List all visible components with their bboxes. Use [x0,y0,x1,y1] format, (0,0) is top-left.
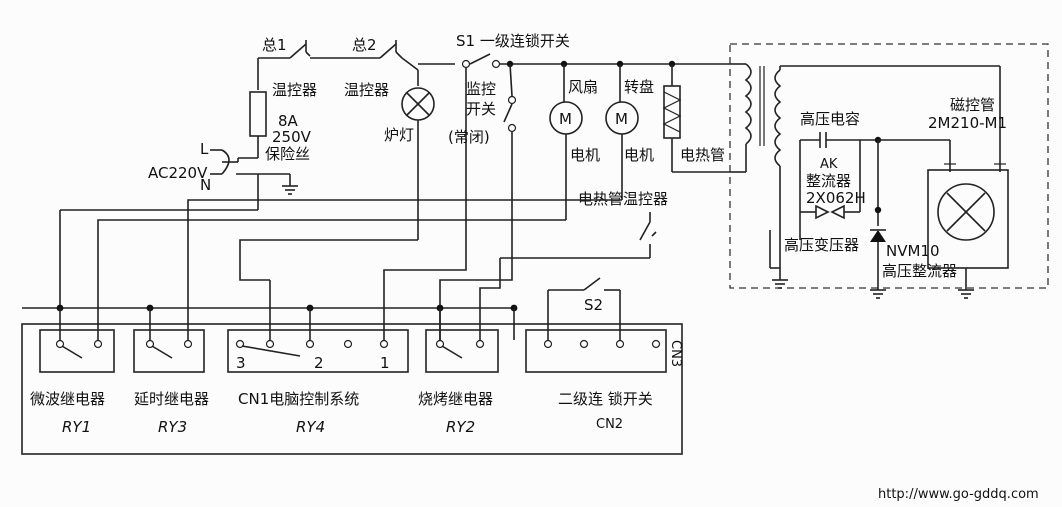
s2-label: S2 [584,296,603,314]
ry4-code: RY4 [296,418,325,436]
fuse-label: 保险丝 [265,145,310,163]
thermostat-1-label: 温控器 [272,81,317,99]
ry3-name: 延时继电器 [134,390,209,408]
control-board: 3 2 1 S2 CN3 微波继电器 RY1 延时继电器 R [21,277,683,455]
magnetron-label: 磁控管 [950,96,995,114]
ground-symbol [282,185,298,195]
ry4-name: CN1电脑控制系统 [238,390,359,408]
monitor-switch-label-1: 监控 [466,80,496,98]
main-switch-1-label: 总1 [262,36,287,54]
line-n-label: N [200,176,211,194]
ak-label: AK [820,157,838,172]
relay-ry2 [425,329,499,373]
high-voltage-section: 高压电容 AK 整流器 2X062H 高压变压器 NVM10 高压整流器 [729,43,1049,299]
turntable-label: 转盘 [624,78,654,96]
cn3-label: CN3 [668,340,683,367]
ry4-pin-1: 1 [380,354,390,372]
hv-transformer-label: 高压变压器 [784,236,859,254]
normally-closed-label: (常闭) [448,128,490,146]
fuse-symbol [249,91,267,137]
heater-thermostat-label: 电热管温控器 [578,190,668,208]
ak-rectifier-symbol [800,140,861,220]
heater-label: 电热管 [680,146,725,164]
main-switch-2-label: 总2 [352,36,377,54]
turntable-motor-symbol: M [605,101,639,135]
oven-lamp-symbol [401,87,435,121]
power-input-section: 总1 总2 温控器 温控器 8A 250V 保险丝 AC220V L N [59,36,419,308]
ry3-code: RY3 [158,418,187,436]
thermostat-2-label: 温控器 [344,81,389,99]
connector-cn2 [525,277,667,373]
fan-label: 风扇 [568,78,598,96]
cn2-name: 二级连 锁开关 [558,390,653,408]
magnetron-symbol [927,160,1009,269]
ry1-code: RY1 [62,418,91,436]
nvm10-label: NVM10 [886,242,940,260]
ry1-name: 微波继电器 [30,390,105,408]
ac-plug-symbol [210,149,239,175]
hv-ground-2 [870,289,886,299]
turntable-motor-m: M [615,110,628,128]
relay-ry1 [39,329,115,373]
relay-ry3 [133,329,205,373]
magnetron-model-label: 2M210-M1 [928,114,1007,132]
rectifier-label: 整流器 [806,172,851,190]
s1-interlock-label: S1 一级连锁开关 [456,32,570,50]
turntable-motor-label: 电机 [624,146,654,164]
relay-ry4: 3 2 1 [227,329,409,373]
line-l-label: L [200,140,209,158]
hv-rectifier-label: 高压整流器 [882,262,957,280]
ry4-pin-2: 2 [314,354,324,372]
hv-capacitor-label: 高压电容 [800,110,860,128]
fan-motor-label: 电机 [570,146,600,164]
oven-lamp-label: 炉灯 [384,126,414,144]
fuse-voltage-label: 250V [272,128,312,146]
hv-ground-3 [958,289,974,299]
ry2-code: RY2 [446,418,475,436]
fan-motor-m: M [559,110,572,128]
fan-motor-symbol: M [549,101,583,135]
fuse-current-label: 8A [278,112,299,130]
watermark: http://www.go-gddq.com [878,487,1039,502]
load-section: S1 一级连锁开关 炉灯 监控 开关 (常闭) M 风扇 电机 [384,32,730,270]
harness-wiring [97,160,622,340]
ry2-name: 烧烤继电器 [418,390,493,408]
rectifier-model-label: 2X062H [806,189,866,207]
heater-element-symbol [662,85,682,139]
ac-source-label: AC220V [148,164,208,182]
monitor-switch-label-2: 开关 [466,100,496,118]
cn2-code: CN2 [596,417,623,432]
ry4-pin-3: 3 [236,354,246,372]
hv-ground-1 [772,279,788,289]
